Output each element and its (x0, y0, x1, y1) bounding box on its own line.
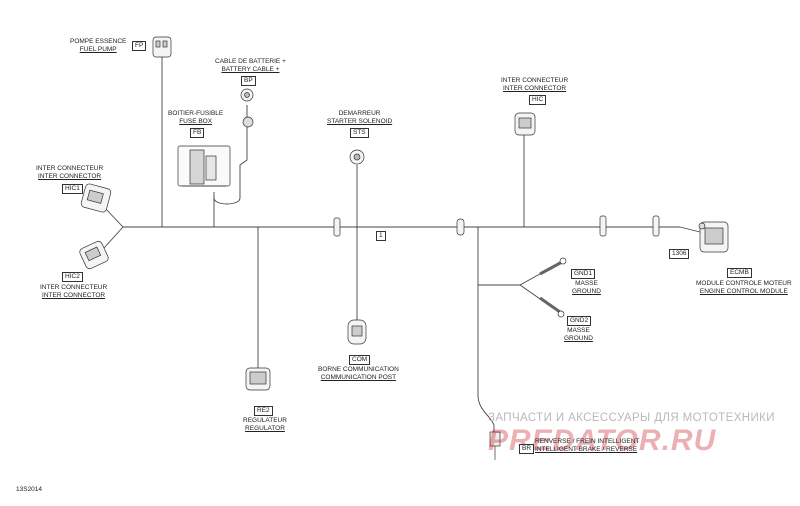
hic-label: INTER CONNECTEUR INTER CONNECTOR (501, 77, 569, 92)
hic1-code: HIC1 (62, 184, 83, 194)
fuse-box-code: FB (190, 128, 205, 138)
hic-connector-icon (514, 112, 536, 136)
branch-ecm (679, 226, 701, 233)
communication-post-icon (347, 319, 367, 345)
battery-cable-code: BP (241, 76, 256, 86)
brake-code: BR (519, 444, 535, 454)
ground-1-label: MASSE GROUND (572, 280, 601, 295)
hic2-code: HIC2 (62, 272, 83, 282)
fuel-pump-label: POMPE ESSENCE FUEL PUMP (70, 38, 127, 53)
ground-2-code: GND2 (567, 316, 592, 326)
communication-post-label: BORNE COMMUNICATION COMMUNICATION POST (318, 366, 399, 381)
branch-battery-cable (213, 105, 248, 205)
harness-clip-icon (333, 215, 660, 237)
branch-hic1 (103, 206, 124, 228)
ground-2-terminal-icon (539, 296, 565, 318)
connector-marker: 1 (376, 231, 386, 241)
hic-code: HIC (529, 95, 547, 105)
battery-terminal-icon (240, 88, 254, 128)
ground-1-code: GND1 (571, 269, 596, 279)
ecm-label: MODULE CONTROLE MOTEUR ENGINE CONTROL MO… (696, 280, 792, 295)
branch-hic2 (103, 226, 124, 249)
ecm-connector-icon (698, 221, 729, 253)
fuel-pump-connector-icon (152, 36, 172, 58)
hic2-label: INTER CONNECTEUR INTER CONNECTOR (40, 284, 108, 299)
hic1-connector-icon (80, 183, 112, 213)
ground-2-label: MASSE GROUND (564, 327, 593, 342)
battery-cable-label: CABLE DE BATTERIE + BATTERY CABLE + (215, 58, 286, 73)
drawing-number: 13S2014 (16, 486, 43, 493)
ecm-code: ECMB (727, 268, 752, 278)
fuse-box-label: BOITIER-FUSIBLE FUSE BOX (168, 110, 224, 125)
starter-solenoid-icon (349, 149, 365, 165)
fuel-pump-code: FP (132, 41, 147, 51)
brake-label: RENVERSE / FREIN INTELLIGENT INTELLIGENT… (535, 438, 640, 453)
communication-post-code: COM (349, 355, 371, 365)
regulator-code: RE2 (254, 406, 273, 416)
hic1-label: INTER CONNECTEUR INTER CONNECTOR (36, 165, 104, 180)
starter-solenoid-code: STS (350, 128, 369, 138)
hic2-connector-icon (79, 240, 109, 270)
ecm-ref-code: 1306 (669, 249, 690, 259)
fuse-box-icon (177, 145, 231, 187)
regulator-icon (245, 367, 271, 391)
branch-brake-bottom (477, 394, 495, 445)
starter-solenoid-label: DEMARREUR STARTER SOLENOID (327, 110, 393, 125)
brake-switch-icon (489, 431, 501, 460)
ground-1-terminal-icon (539, 257, 567, 276)
watermark-tagline: ЗАПЧАСТИ И АКСЕССУАРЫ ДЛЯ МОТОТЕХНИКИ (488, 412, 775, 424)
regulator-label: REGULATEUR REGULATOR (243, 417, 287, 432)
